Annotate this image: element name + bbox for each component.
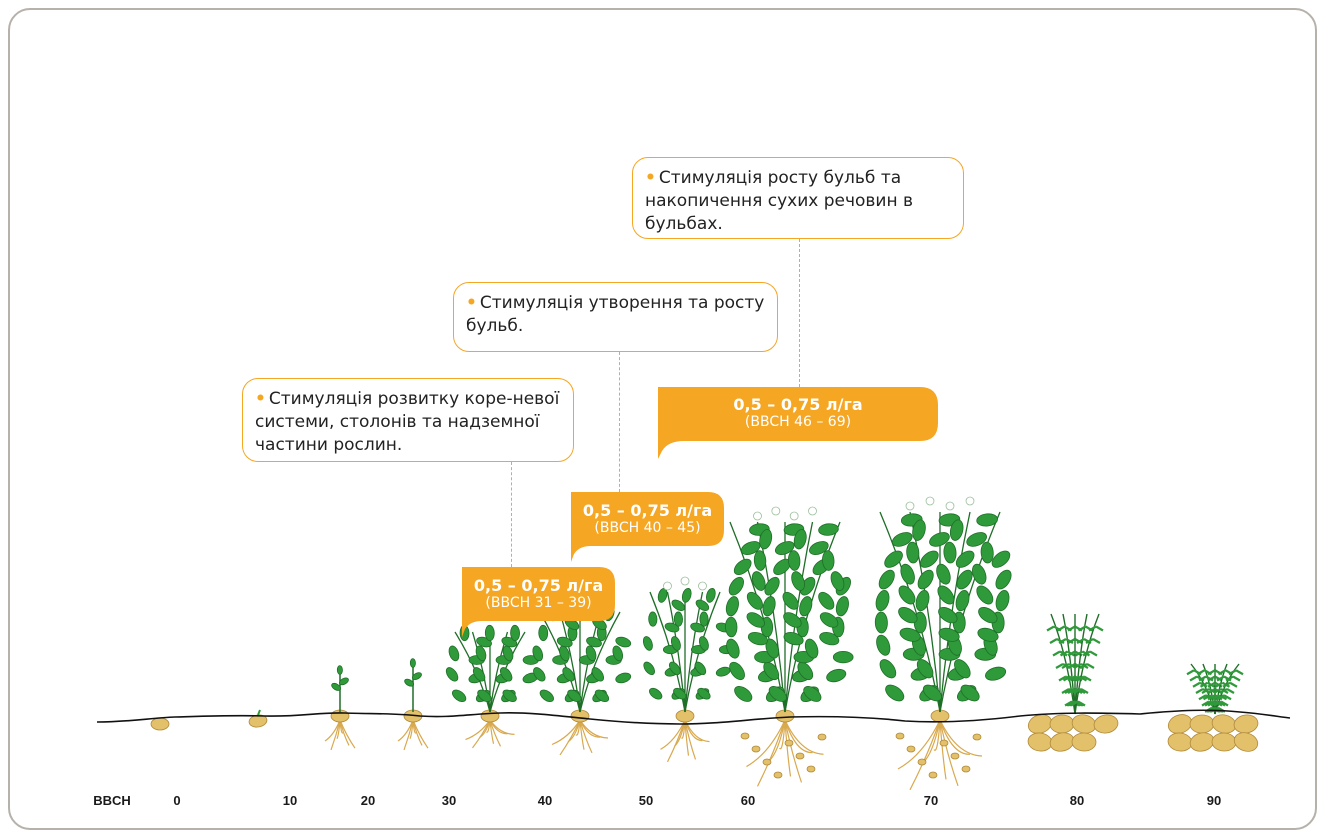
diagram-frame — [8, 8, 1317, 830]
dose-bubble-bbch-46-69: 0,5 – 0,75 л/га (BBCH 46 – 69) — [658, 387, 938, 459]
potato-plant-stage-icon — [1027, 613, 1119, 752]
dose-bubble-bbch-31-39: 0,5 – 0,75 л/га (BBCH 31 – 39) — [462, 567, 615, 637]
dose-bubble-bbch-40-45: 0,5 – 0,75 л/га (BBCH 40 – 45) — [571, 492, 724, 562]
potato-plant-stage-icon — [874, 496, 1012, 791]
connector-line — [799, 239, 800, 387]
bbch-stage-label: 50 — [638, 793, 654, 808]
bbch-stage-label: 0 — [173, 793, 181, 808]
potato-plant-stage-icon — [324, 665, 356, 751]
soil-line — [96, 709, 1291, 725]
potato-plant-stage-icon — [725, 506, 854, 787]
bbch-stage-label: 40 — [537, 793, 553, 808]
bbch-stage-label: 70 — [923, 793, 939, 808]
note-tuber-formation: •Стимуляція утворення та росту бульб. — [453, 282, 778, 352]
bbch-stage-label: 20 — [360, 793, 376, 808]
bbch-stage-label: 30 — [441, 793, 457, 808]
bbch-stage-label: 60 — [740, 793, 756, 808]
potato-plant-stage-icon — [150, 717, 170, 731]
connector-line — [511, 462, 512, 567]
potato-plant-stage-icon — [1167, 663, 1259, 752]
note-root-development: •Стимуляція розвитку коре-невої системи,… — [242, 378, 574, 462]
potato-plant-stage-icon — [445, 624, 539, 749]
potato-plant-stage-icon — [248, 709, 268, 728]
potato-plant-stage-icon — [642, 576, 735, 763]
bbch-axis-label: BBCH — [93, 793, 131, 808]
bbch-stage-label: 10 — [282, 793, 298, 808]
bbch-axis: BBCH 0 10 20 30 40 50 60 70 80 90 — [0, 793, 1325, 813]
potato-plant-stage-icon — [397, 658, 429, 751]
connector-line — [619, 352, 620, 492]
bbch-stage-label: 80 — [1069, 793, 1085, 808]
bbch-stage-label: 90 — [1206, 793, 1222, 808]
note-tuber-growth: •Стимуляція росту бульб та накопичення с… — [632, 157, 964, 239]
